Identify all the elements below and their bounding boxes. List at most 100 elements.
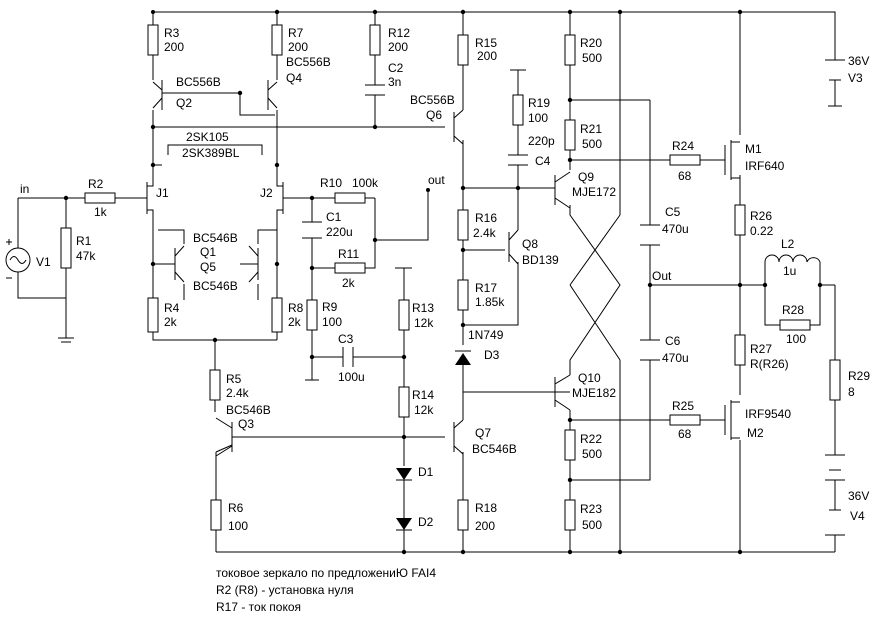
transistor-q8 — [508, 229, 519, 265]
label-r2: R2 — [88, 177, 104, 191]
signal-source-v1 — [5, 239, 31, 279]
capacitor-c2 — [365, 84, 385, 96]
label-r9: R9 — [322, 300, 338, 314]
value-r13: 12k — [414, 316, 434, 330]
value-r12: 200 — [388, 40, 408, 54]
label-q6: Q6 — [426, 108, 442, 122]
resistor-r7 — [271, 24, 283, 56]
type-q6: BC556B — [410, 93, 455, 107]
label-c2: C2 — [388, 61, 404, 75]
value-r17: 1.85k — [475, 295, 505, 309]
resistor-r10 — [334, 192, 366, 204]
resistor-r26 — [734, 204, 746, 236]
value-r16: 2.4k — [473, 226, 497, 240]
value-r26: 0.22 — [750, 224, 774, 238]
capacitor-c1 — [302, 221, 322, 239]
transistor-q10 — [554, 374, 571, 411]
label-c3: C3 — [338, 332, 354, 346]
capacitor-c3 — [342, 347, 354, 367]
type-q4: BC556B — [286, 55, 331, 69]
battery-v3 — [825, 59, 845, 81]
label-r3: R3 — [164, 26, 180, 40]
label-r25: R25 — [672, 399, 694, 413]
value-r19: 100 — [528, 111, 548, 125]
resistor-r5 — [209, 369, 221, 401]
label-r12: R12 — [388, 26, 410, 40]
label-v4: V4 — [850, 509, 865, 523]
note-quiescent-current: R17 - ток покоя — [216, 600, 301, 614]
label-l2: L2 — [781, 237, 795, 251]
label-d1: D1 — [418, 465, 434, 479]
label-r8: R8 — [288, 301, 304, 315]
value-r21: 500 — [582, 137, 602, 151]
label-in: in — [20, 182, 29, 196]
transistor-q5 — [248, 245, 259, 283]
transistor-q6 — [453, 109, 464, 145]
resistor-r28 — [779, 319, 811, 331]
value-r14: 12k — [414, 403, 434, 417]
label-r13: R13 — [412, 301, 434, 315]
type-q5: BC546B — [193, 279, 238, 293]
component-labels: in out Out R1 47k R2 1k R3 200 R4 2k R5 … — [20, 26, 870, 533]
mosfet-m1 — [724, 140, 740, 180]
transistor-q9 — [554, 171, 571, 209]
label-r10: R10 — [320, 176, 342, 190]
resistor-r9 — [306, 299, 318, 331]
label-r18: R18 — [475, 501, 497, 515]
value-c2: 3n — [388, 75, 401, 89]
note-zero-adjust: R2 (R8) - установка нуля — [216, 583, 354, 597]
resistor-r14 — [398, 386, 410, 418]
value-r3: 200 — [164, 40, 184, 54]
value-r28: 100 — [786, 332, 806, 346]
mosfet-m2 — [724, 400, 740, 440]
jfets — [140, 180, 290, 214]
resistors — [60, 24, 841, 531]
resistor-r3 — [147, 24, 159, 56]
jfet-j2 — [276, 180, 290, 214]
value-r23: 500 — [582, 518, 602, 532]
label-r17: R17 — [475, 281, 497, 295]
label-q1: Q1 — [200, 245, 216, 259]
label-v3: V3 — [848, 71, 863, 85]
transistor-q1 — [174, 245, 185, 283]
transistor-q2 — [152, 80, 163, 110]
type-q10: MJE182 — [572, 386, 616, 400]
label-q7: Q7 — [475, 426, 491, 440]
resistor-r6 — [210, 499, 222, 531]
label-c4: C4 — [535, 154, 551, 168]
type-q9: MJE172 — [572, 185, 616, 199]
type-q1: BC546B — [193, 231, 238, 245]
label-q4: Q4 — [286, 71, 302, 85]
label-r21: R21 — [580, 122, 602, 136]
value-r22: 500 — [582, 447, 602, 461]
value-r1: 47k — [76, 249, 96, 263]
value-r15: 200 — [477, 49, 497, 63]
type-q3: BC546B — [226, 403, 271, 417]
notes: токовое зеркало по предложениЮ FAI4 R2 (… — [216, 566, 436, 614]
label-r15: R15 — [475, 36, 497, 50]
resistor-r16 — [457, 209, 469, 241]
transistor-q4 — [267, 80, 278, 110]
type-m1: IRF640 — [745, 159, 785, 173]
value-r8: 2k — [288, 315, 302, 329]
sources — [5, 59, 845, 536]
value-r20: 500 — [582, 51, 602, 65]
grounds — [58, 105, 842, 343]
diodes — [396, 350, 471, 531]
mosfets — [724, 140, 740, 440]
label-r7: R7 — [288, 26, 304, 40]
value-r4: 2k — [164, 315, 178, 329]
label-r4: R4 — [164, 301, 180, 315]
label-r19: R19 — [528, 96, 550, 110]
diode-d2 — [396, 518, 412, 531]
resistor-r17 — [457, 279, 469, 311]
label-r26: R26 — [750, 209, 772, 223]
jfet-j1 — [140, 180, 154, 214]
label-m2: M2 — [747, 426, 764, 440]
label-c5: C5 — [665, 205, 681, 219]
value-r9: 100 — [322, 315, 342, 329]
label-r22: R22 — [580, 432, 602, 446]
transistors — [152, 80, 571, 457]
label-q10: Q10 — [578, 371, 601, 385]
